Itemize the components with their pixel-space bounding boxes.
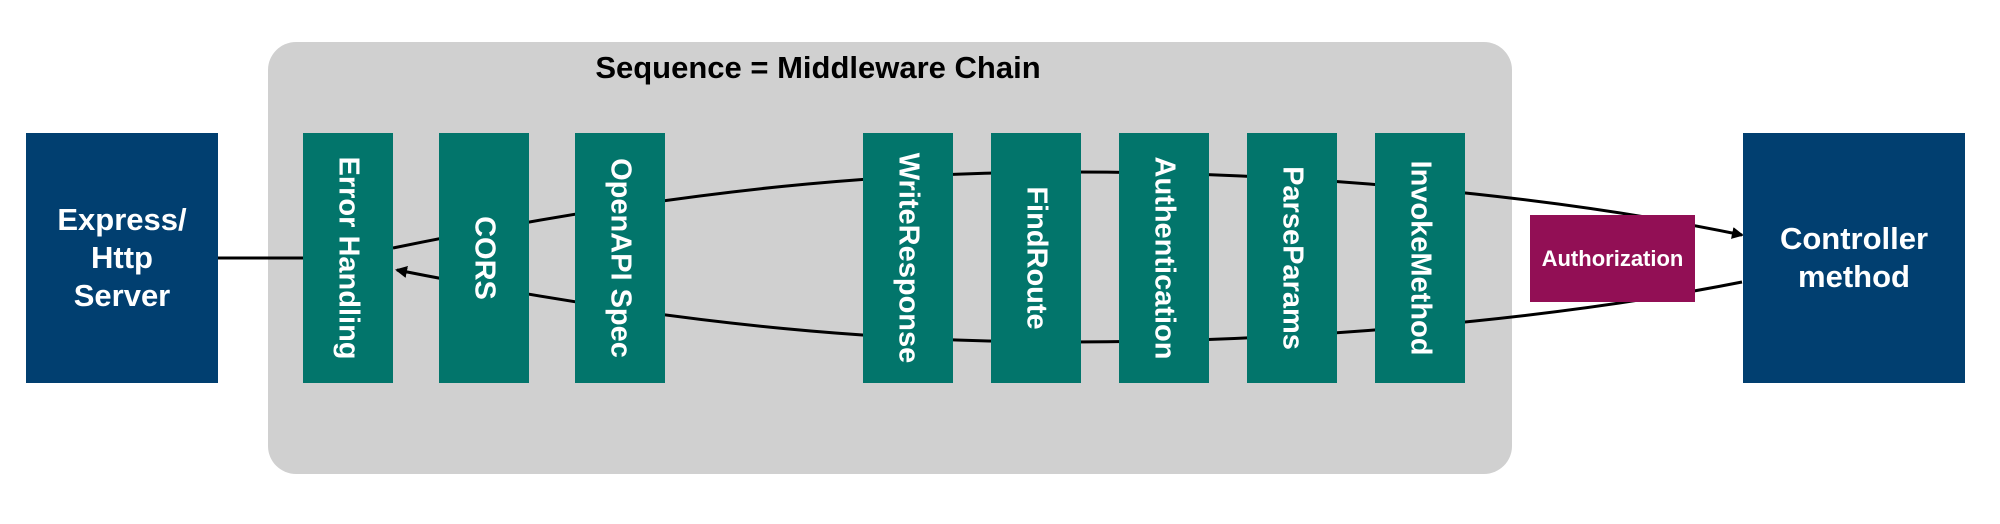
middleware-authentication: Authentication (1119, 133, 1209, 383)
middleware-find-route: FindRoute (991, 133, 1081, 383)
authorization-box: Authorization (1530, 215, 1695, 302)
middleware-parse-params: ParseParams (1247, 133, 1337, 383)
middleware-label: FindRoute (1020, 186, 1053, 330)
sequence-title: Sequence = Middleware Chain (595, 50, 1041, 85)
middleware-label: InvokeMethod (1404, 160, 1437, 356)
middleware-invoke-method: InvokeMethod (1375, 133, 1465, 383)
authorization-label: Authorization (1541, 245, 1684, 271)
middleware-label: OpenAPI Spec (604, 158, 637, 358)
middleware-cors: CORS (439, 133, 529, 383)
controller-method-box: Controller method (1743, 133, 1965, 383)
middleware-error-handling: Error Handling (303, 133, 393, 383)
controller-method-label: Controller method (1779, 221, 1929, 294)
middleware-label: WriteResponse (892, 152, 925, 364)
middleware-label: Error Handling (332, 156, 365, 360)
middleware-label: CORS (468, 216, 501, 300)
express-http-server-label: Express/ Http Server (57, 202, 187, 313)
middleware-write-response: WriteResponse (863, 133, 953, 383)
middleware-label: Authentication (1148, 156, 1181, 360)
middleware-openapi-spec: OpenAPI Spec (575, 133, 665, 383)
middleware-label: ParseParams (1276, 166, 1309, 350)
express-http-server-box: Express/ Http Server (26, 133, 218, 383)
